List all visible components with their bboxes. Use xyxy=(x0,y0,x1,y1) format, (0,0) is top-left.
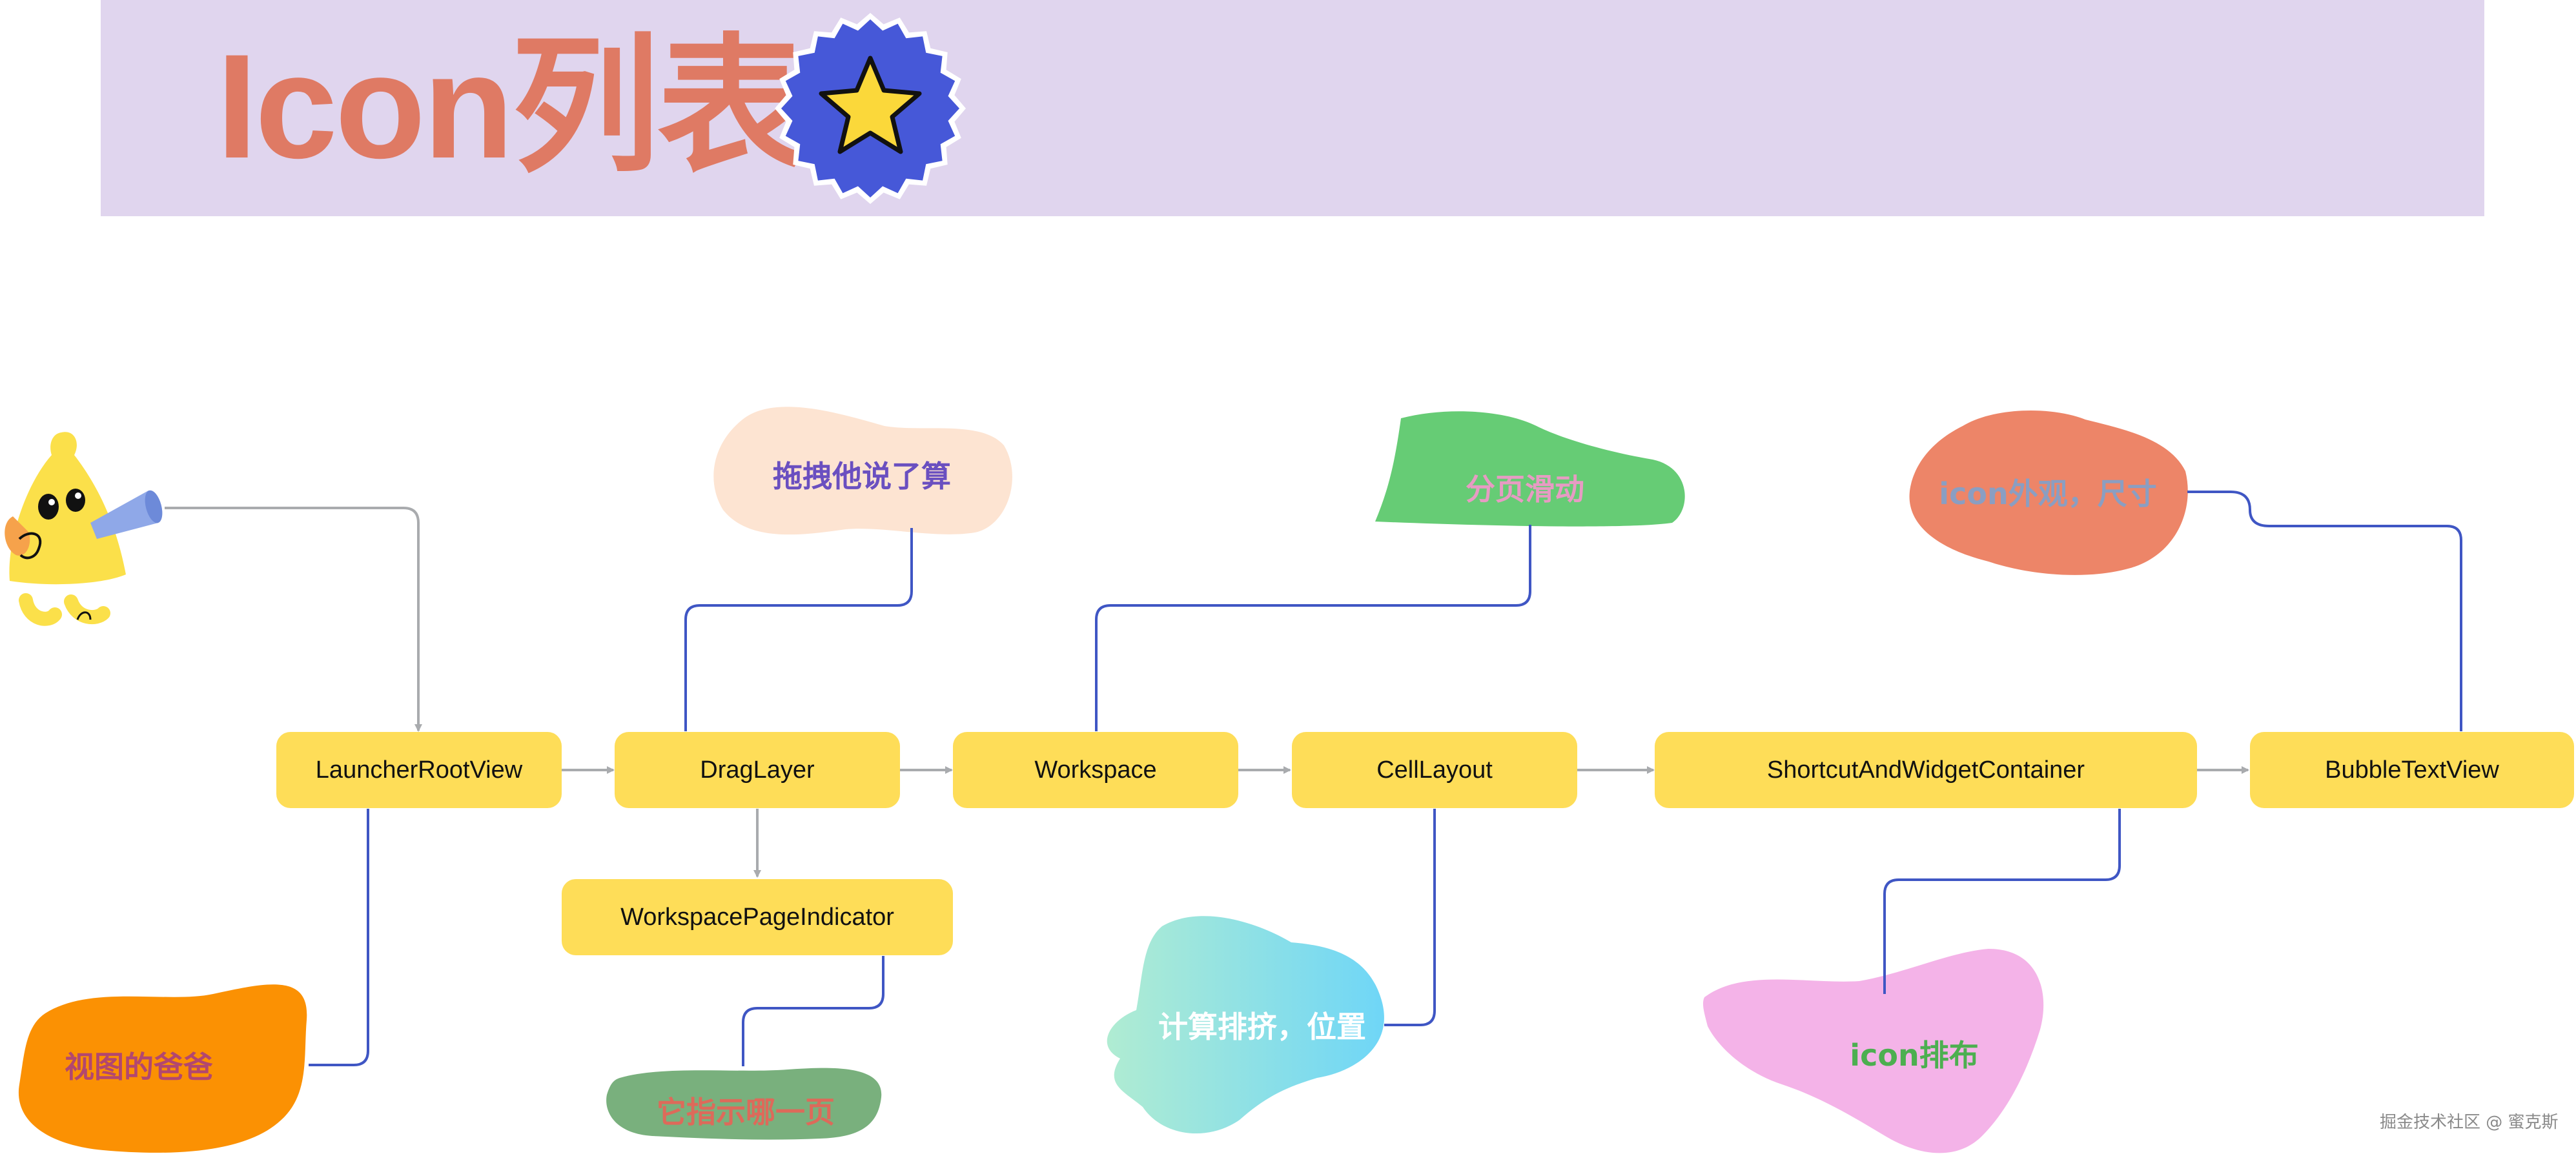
note-icon-arrange: icon排布 xyxy=(1850,1038,1979,1073)
star-badge-icon xyxy=(775,13,966,204)
connector-parent-view-note xyxy=(309,809,369,1066)
blob-icon-look-note xyxy=(1909,411,2188,575)
node-workspace-page-indicator: WorkspacePageIndicator xyxy=(562,879,953,955)
connector-icon-look-note xyxy=(2187,491,2462,731)
note-parent-view: 视图的爸爸 xyxy=(65,1050,213,1084)
note-layout-calc: 计算排挤，位置 xyxy=(1158,1009,1366,1044)
blob-layout-calc-note xyxy=(1107,916,1384,1134)
connector-which-page-note xyxy=(742,956,884,1066)
blob-parent-view-note xyxy=(18,984,307,1153)
node-drag-layer: DragLayer xyxy=(615,732,900,808)
note-icon-look: icon外观，尺寸 xyxy=(1939,476,2157,511)
blob-which-page-note xyxy=(606,1068,882,1140)
blob-drag-note xyxy=(713,407,1012,535)
connector-page-slide-note xyxy=(1095,525,1531,731)
page-title: Icon列表 xyxy=(216,23,806,189)
note-page-slide: 分页滑动 xyxy=(1466,472,1584,507)
node-bubble-text-view: BubbleTextView xyxy=(2250,732,2574,808)
node-cell-layout: CellLayout xyxy=(1292,732,1577,808)
watermark: 掘金技术社区 @ 蜜克斯 xyxy=(2380,1113,2559,1132)
node-shortcut-widget-container: ShortcutAndWidgetContainer xyxy=(1655,732,2197,808)
node-workspace: Workspace xyxy=(953,732,1238,808)
node-launcher-root-view: LauncherRootView xyxy=(276,732,562,808)
connector-drag-note xyxy=(684,528,913,731)
connector-layout-calc-note xyxy=(1384,809,1436,1026)
note-which-page: 它指示哪一页 xyxy=(657,1095,835,1130)
connector-icon-arrange-note xyxy=(1883,809,2121,994)
title-banner xyxy=(101,0,2484,216)
blob-page-slide-note xyxy=(1375,411,1685,527)
note-drag-decides: 拖拽他说了算 xyxy=(773,459,951,494)
blob-icon-arrange-note xyxy=(1702,949,2044,1153)
mascot-with-telescope-icon xyxy=(5,432,163,626)
arrow-mascot-to-launcher xyxy=(165,507,422,732)
